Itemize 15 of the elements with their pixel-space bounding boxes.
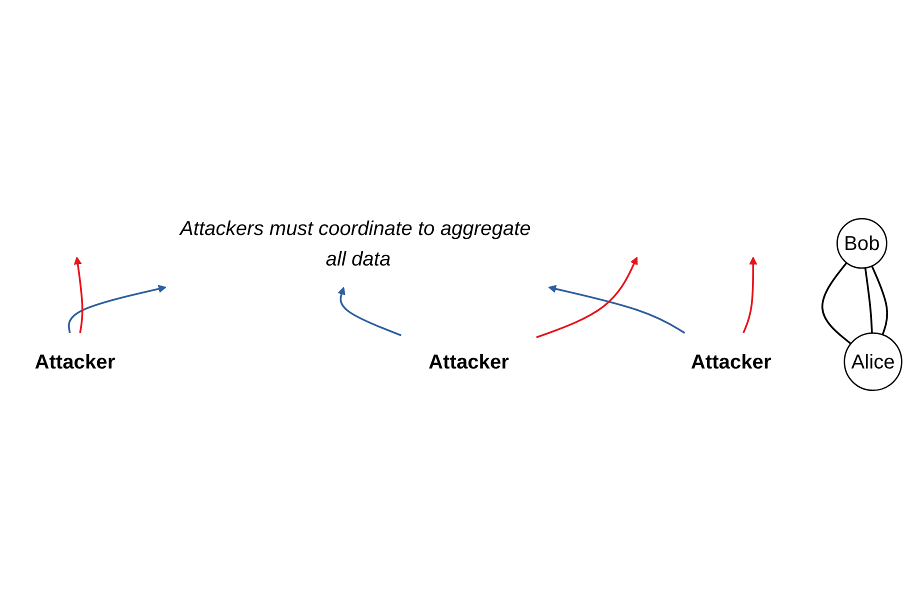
text-label: Attacker: [428, 350, 509, 374]
arrow: [548, 284, 686, 334]
arrow: [742, 256, 758, 334]
text-label: Attacker: [690, 350, 772, 374]
text-label: Attackers must coordinate to aggregate all data: [180, 216, 531, 270]
connector-line: [871, 266, 888, 336]
arrow: [68, 284, 166, 334]
arrow: [338, 286, 402, 336]
person-circle: Alice: [844, 332, 902, 392]
person-circle: Bob: [836, 218, 888, 269]
connector-line: [821, 262, 852, 344]
text-label: Attacker: [34, 350, 116, 374]
arrow: [74, 256, 84, 334]
arrow: [536, 256, 638, 338]
connector-line: [864, 268, 873, 334]
